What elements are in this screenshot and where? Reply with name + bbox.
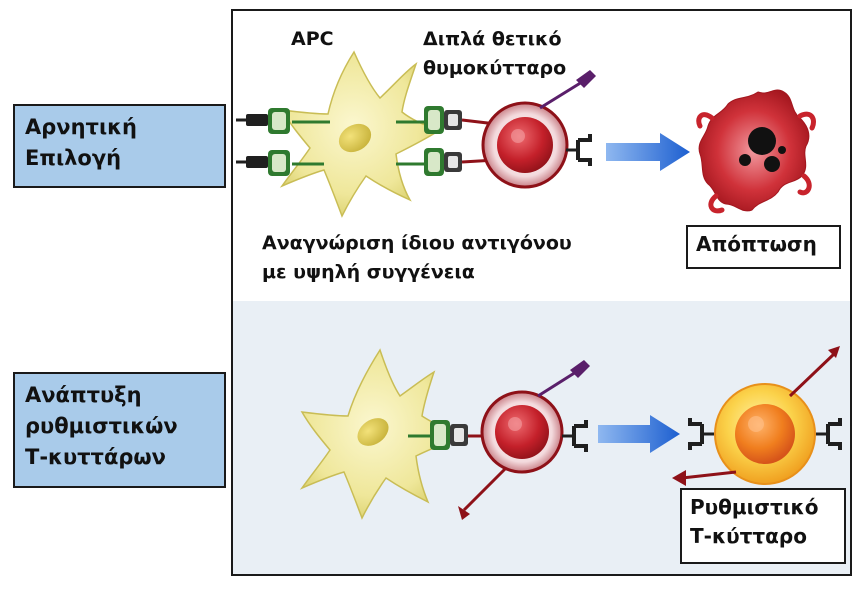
recognition-label-line-1: Αναγνώριση ίδιου αντιγόνου xyxy=(262,232,572,254)
negative-selection-line-2: Επιλογή xyxy=(25,146,122,170)
receptor-line-icon xyxy=(788,346,840,398)
double-positive-thymocyte-cell xyxy=(481,101,569,189)
thymocyte-cell-lower xyxy=(480,390,564,474)
negative-selection-line-1: Αρνητική xyxy=(25,115,137,139)
apc-nucleus-lower xyxy=(357,418,389,446)
mhc-molecule-icon xyxy=(236,108,330,134)
mhc-molecule-icon xyxy=(236,150,324,176)
apoptosis-label: Απόπτωση xyxy=(686,225,841,269)
cd8-receptor-icon xyxy=(566,134,592,166)
receptor-line-icon xyxy=(672,470,737,486)
cd8-receptor-icon xyxy=(562,420,588,452)
apoptotic-body-icon xyxy=(748,127,776,155)
regulatory-t-cell-label-line-2: Τ-κύτταρο xyxy=(690,524,807,548)
recognition-label-line-2: με υψηλή συγγένεια xyxy=(262,261,475,283)
mhc-tcr-complex-icon xyxy=(408,420,486,450)
negative-selection-label: Αρνητική Επιλογή xyxy=(13,104,226,188)
apoptotic-body-icon xyxy=(739,154,751,166)
recognition-label: Αναγνώριση ίδιου αντιγόνου με υψηλή συγγ… xyxy=(262,229,572,287)
regulatory-development-label: Ανάπτυξη ρυθμιστικών Τ-κυττάρων xyxy=(13,372,226,488)
thymocyte-label-line-1: Διπλά θετικό xyxy=(423,28,562,50)
regulatory-t-cell xyxy=(714,383,816,485)
mhc-tcr-complex-icon xyxy=(396,148,497,176)
arrow-to-apoptosis-icon xyxy=(606,133,690,171)
regulatory-development-line-1: Ανάπτυξη xyxy=(25,383,142,407)
cd4-receptor-icon xyxy=(539,70,596,110)
apoptotic-body-icon xyxy=(778,146,786,154)
regulatory-t-cell-label-line-1: Ρυθμιστικό xyxy=(690,495,819,519)
cd8-receptor-icon xyxy=(688,418,714,450)
regulatory-t-cell-label: Ρυθμιστικό Τ-κύτταρο xyxy=(680,488,846,564)
regulatory-development-line-2: ρυθμιστικών xyxy=(25,414,178,438)
apoptotic-body-icon xyxy=(764,156,780,172)
cd4-receptor-icon xyxy=(537,360,590,398)
apc-label: APC xyxy=(291,28,334,50)
thymocyte-label-line-2: θυμοκύτταρο xyxy=(423,57,567,79)
cd8-receptor-icon xyxy=(816,418,842,450)
apc-nucleus xyxy=(338,123,372,153)
double-positive-thymocyte-label: Διπλά θετικό θυμοκύτταρο xyxy=(423,25,566,83)
regulatory-development-line-3: Τ-κυττάρων xyxy=(25,445,166,469)
arrow-to-regulatory-cell-icon xyxy=(598,415,680,453)
cd25-receptor-icon xyxy=(458,466,508,520)
